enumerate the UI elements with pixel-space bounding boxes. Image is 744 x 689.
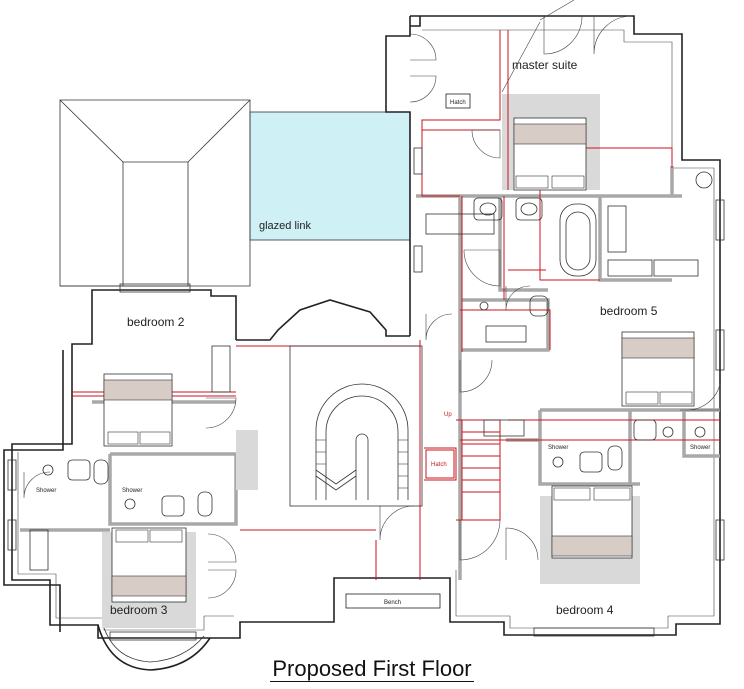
label-bedroom-2: bedroom 2 [127, 315, 185, 329]
radiators [29, 205, 699, 571]
bench-box [345, 593, 441, 609]
bath-fixtures [42, 171, 713, 517]
label-bedroom-4: bedroom 4 [556, 603, 614, 617]
external-walls [3, 15, 721, 671]
plan-title-text: Proposed First Floor [270, 656, 474, 682]
hatch-box-2 [425, 449, 455, 479]
bed-master [513, 117, 587, 191]
label-hatch-1: Hatch [450, 100, 466, 106]
label-shower-4: Shower [690, 445, 710, 451]
windows [7, 147, 725, 641]
label-shower-3: Shower [548, 445, 568, 451]
label-shower-2: Shower [122, 488, 142, 494]
bed-2 [103, 373, 173, 447]
bed-3 [111, 527, 187, 603]
secondary-stair [461, 420, 500, 520]
hatch-box-1 [445, 93, 471, 109]
label-bedroom-5: bedroom 5 [600, 304, 658, 318]
bed-4 [551, 485, 633, 559]
label-shower-1: Shower [36, 488, 56, 494]
label-glazed-link: glazed link [259, 220, 311, 232]
plan-title: Proposed First Floor [0, 656, 744, 682]
label-bench: Bench [384, 600, 401, 606]
label-hatch-2: Hatch [431, 462, 447, 468]
label-bedroom-3: bedroom 3 [110, 603, 168, 617]
label-master-suite: master suite [512, 58, 578, 72]
bed-5 [621, 331, 695, 407]
main-staircase [289, 345, 423, 507]
roof-plan [59, 99, 251, 287]
glazed-link-area [249, 111, 411, 241]
beds [103, 117, 695, 603]
bed2-stair-zone [236, 430, 258, 490]
label-stair-up: Up [444, 412, 452, 418]
doors [23, 0, 721, 599]
